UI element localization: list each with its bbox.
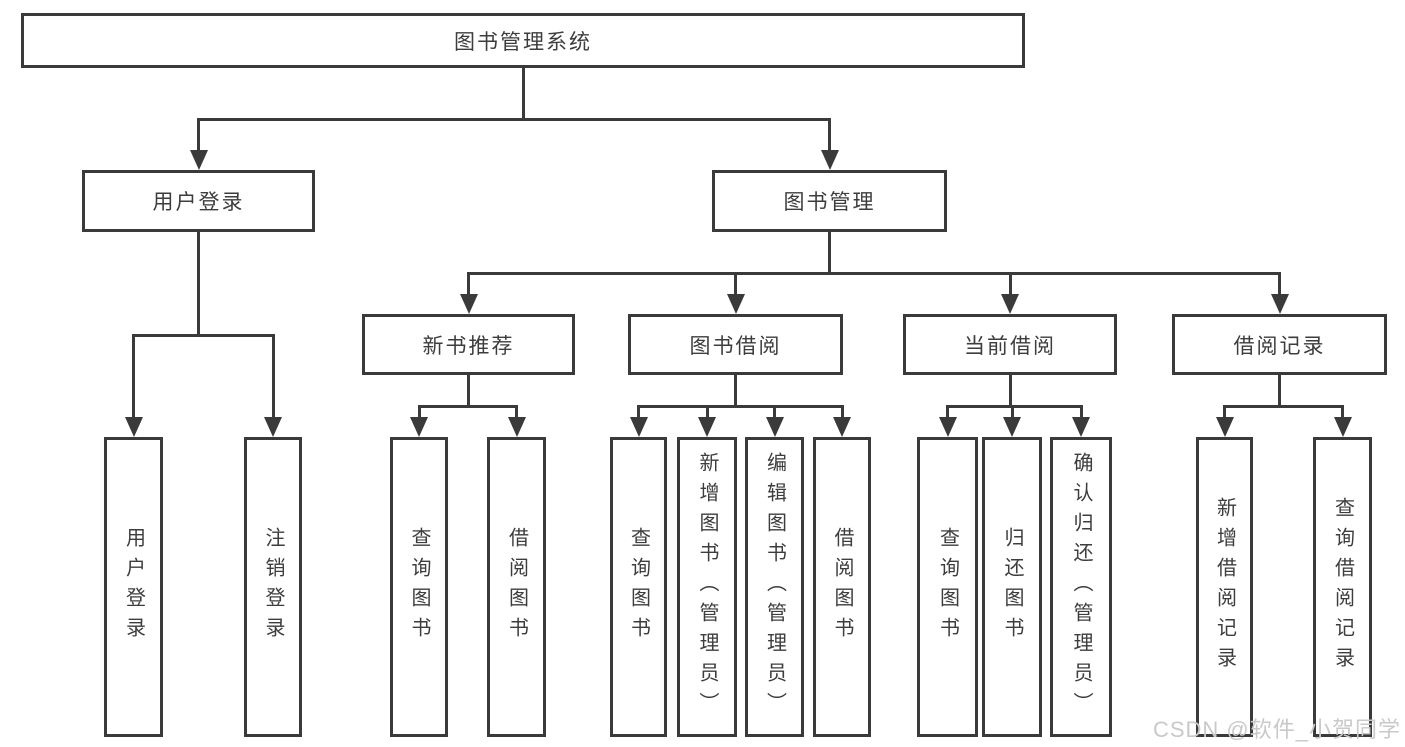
- node-label: 归还图书: [1001, 527, 1023, 647]
- node-label: 当前借阅: [964, 334, 1056, 358]
- node-rec-query-books: 查询图书: [390, 437, 448, 737]
- node-label: 用户登录: [152, 191, 245, 214]
- arrowhead-icon: [1333, 417, 1352, 437]
- node-label: 新增图书（管理员）: [696, 452, 718, 722]
- connector-line: [773, 406, 776, 417]
- node-bor-add-books-admin: 新增图书（管理员）: [677, 437, 737, 737]
- node-rcd-add-record: 新增借阅记录: [1196, 437, 1253, 737]
- node-label: 查询图书: [408, 527, 430, 647]
- watermark: CSDN @软件_小贺同学: [1152, 717, 1401, 742]
- node-book-management: 图书管理: [712, 170, 947, 232]
- node-bor-edit-books-admin: 编辑图书（管理员）: [745, 437, 804, 737]
- connector-line: [1278, 375, 1281, 408]
- connector-line: [946, 404, 1083, 408]
- connector-line: [467, 375, 470, 408]
- arrowhead-icon: [1072, 417, 1090, 437]
- arrowhead-icon: [264, 417, 282, 437]
- arrowhead-icon: [726, 294, 745, 314]
- node-cur-return-books: 归还图书: [982, 437, 1042, 737]
- connector-line: [132, 333, 275, 337]
- connector-line: [197, 119, 200, 150]
- arrowhead-icon: [765, 417, 784, 437]
- arrowhead-icon: [459, 294, 478, 314]
- node-label: 图书借阅: [689, 334, 782, 358]
- node-label: 图书管理系统: [454, 30, 592, 54]
- node-cur-query-books: 查询图书: [917, 437, 978, 737]
- node-rec-borrow-books: 借阅图书: [487, 437, 546, 737]
- node-label: 用户登录: [122, 527, 145, 647]
- connector-line: [734, 375, 737, 408]
- connector-line: [271, 335, 275, 417]
- connector-line: [197, 117, 831, 121]
- connector-line: [637, 404, 844, 408]
- connector-line: [521, 68, 525, 121]
- arrowhead-icon: [189, 150, 208, 170]
- connector-line: [828, 232, 831, 275]
- connector-line: [828, 119, 831, 150]
- node-label: 借阅记录: [1233, 334, 1326, 358]
- node-label: 图书管理: [783, 191, 876, 214]
- connector-line: [1079, 406, 1083, 417]
- arrowhead-icon: [820, 150, 839, 170]
- arrowhead-icon: [1270, 294, 1289, 314]
- connector-line: [417, 406, 421, 417]
- connector-line: [946, 406, 949, 417]
- node-label: 新书推荐: [422, 334, 515, 358]
- node-label: 查询图书: [936, 527, 959, 647]
- arrowhead-icon: [410, 417, 428, 437]
- node-current-borrowing: 当前借阅: [903, 314, 1117, 375]
- connector-line: [1223, 406, 1226, 417]
- connector-line: [1008, 273, 1012, 294]
- arrowhead-icon: [1001, 294, 1019, 314]
- node-label: 借阅图书: [831, 527, 853, 647]
- arrowhead-icon: [629, 417, 648, 437]
- node-bor-query-books: 查询图书: [610, 437, 667, 737]
- node-label: 确认归还（管理员）: [1070, 452, 1092, 722]
- connector-line: [734, 273, 737, 294]
- arrowhead-icon: [1003, 417, 1021, 437]
- connector-line: [1010, 406, 1014, 417]
- node-library-management-system: 图书管理系统: [21, 13, 1025, 68]
- node-logout-action: 注销登录: [244, 437, 302, 737]
- node-label: 编辑图书（管理员）: [763, 452, 786, 722]
- arrowhead-icon: [124, 417, 143, 437]
- node-user-login: 用户登录: [82, 170, 315, 232]
- node-label: 新增借阅记录: [1213, 497, 1236, 677]
- connector-line: [467, 273, 470, 294]
- connector-line: [637, 406, 640, 417]
- node-label: 借阅图书: [505, 527, 528, 647]
- connector-line: [417, 404, 518, 408]
- connector-line: [515, 406, 518, 417]
- connector-line: [1278, 273, 1281, 294]
- connector-line: [467, 271, 1281, 275]
- node-borrowing-records: 借阅记录: [1172, 314, 1387, 375]
- connector-line: [197, 232, 200, 337]
- connector-line: [840, 406, 844, 417]
- node-rcd-query-record: 查询借阅记录: [1313, 437, 1372, 737]
- node-user-login-action: 用户登录: [104, 437, 163, 737]
- arrowhead-icon: [1215, 417, 1234, 437]
- node-new-book-recommend: 新书推荐: [362, 314, 575, 375]
- node-label: 查询借阅记录: [1331, 497, 1354, 677]
- node-book-borrowing: 图书借阅: [628, 314, 843, 375]
- arrowhead-icon: [507, 417, 526, 437]
- connector-line: [1223, 404, 1344, 408]
- arrowhead-icon: [938, 417, 957, 437]
- arrowhead-icon: [698, 417, 716, 437]
- connector-line: [1008, 375, 1012, 408]
- node-bor-borrow-books: 借阅图书: [813, 437, 871, 737]
- node-cur-confirm-return-admin: 确认归还（管理员）: [1050, 437, 1112, 737]
- connector-line: [705, 406, 709, 417]
- node-label: 注销登录: [262, 527, 284, 647]
- node-label: 查询图书: [627, 527, 650, 647]
- connector-line: [1341, 406, 1344, 417]
- connector-line: [132, 335, 135, 417]
- arrowhead-icon: [833, 417, 851, 437]
